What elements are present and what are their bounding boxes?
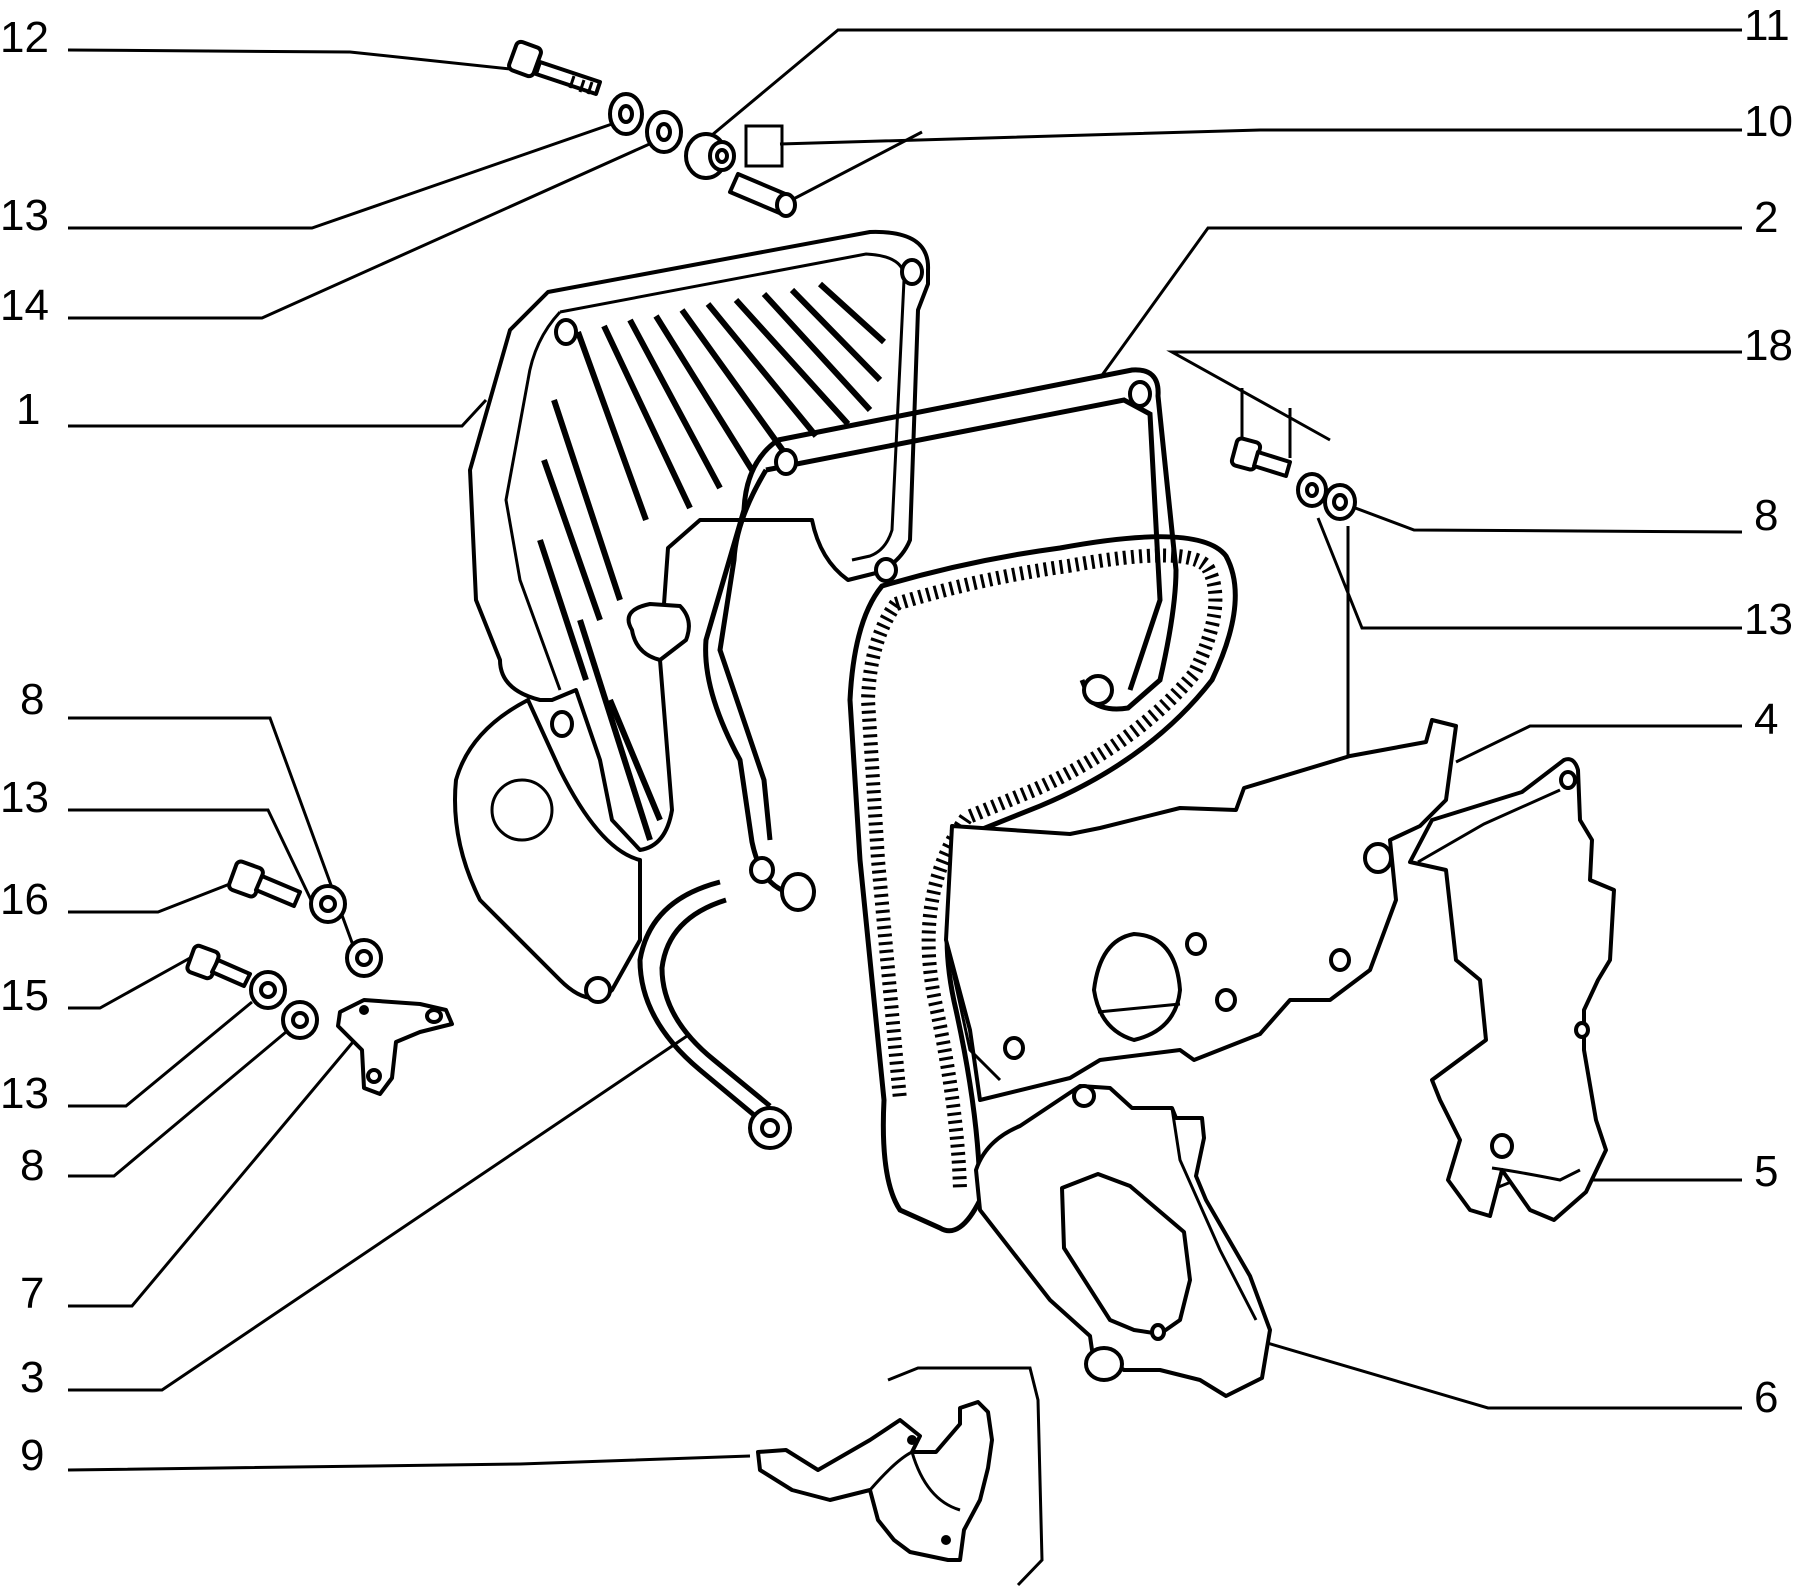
- bolt-16-icon: [227, 859, 302, 908]
- leader-10-b: [779, 130, 923, 208]
- callout-3: 3: [20, 1353, 44, 1402]
- leader-lines: [67, 28, 1743, 1587]
- leader-6: [1229, 1330, 1742, 1410]
- washer-8-left-icon: [345, 938, 383, 978]
- leader-15: [68, 956, 191, 1010]
- leader-1: [68, 398, 488, 428]
- bolt-18-icon: [1229, 436, 1292, 478]
- leader-9-bracket: [887, 1366, 1044, 1587]
- leader-13-left: [68, 808, 314, 903]
- spacer-10-icon: [728, 124, 797, 218]
- washer-13-top-icon: [608, 92, 644, 136]
- callout-2: 2: [1754, 193, 1778, 242]
- leader-8-right: [1349, 504, 1743, 534]
- leader-12: [67, 48, 521, 72]
- callout-7: 7: [20, 1269, 44, 1318]
- cover-1-ribs: [537, 281, 887, 841]
- washer-8-right-icon: [1296, 472, 1328, 508]
- callout-5: 5: [1754, 1147, 1778, 1196]
- middle-cover-4-icon: [944, 718, 1458, 1102]
- leader-2: [1098, 226, 1742, 379]
- leader-7: [68, 1035, 360, 1308]
- bolt-15-icon: [185, 943, 252, 988]
- washer-13-left-icon: [309, 884, 347, 924]
- leader-18: [1166, 350, 1742, 442]
- bolt-12-icon: [507, 39, 602, 96]
- leader-3: [68, 1032, 691, 1392]
- leader-4: [1455, 724, 1742, 764]
- callout-12: 12: [0, 13, 49, 62]
- washer-14-icon: [645, 110, 683, 154]
- leader-10-a: [779, 128, 1742, 146]
- callout-labels: 12 11 10 13 14 2 18 1 8 13 4 8 13 16 15 …: [0, 1, 1793, 1480]
- washer-8-low-icon: [281, 1000, 319, 1040]
- callout-10: 10: [1744, 97, 1793, 146]
- callout-13-top: 13: [0, 191, 49, 240]
- callout-18: 18: [1744, 321, 1793, 370]
- leader-16: [68, 878, 241, 914]
- bracket-7-icon: [336, 998, 454, 1096]
- washer-13-right-icon: [1323, 483, 1357, 521]
- callout-13-right: 13: [1744, 595, 1793, 644]
- gasket-2-icon: [703, 367, 1179, 893]
- leader-13-right: [1316, 517, 1742, 630]
- callout-11: 11: [1744, 1, 1790, 50]
- callout-15: 15: [0, 971, 49, 1020]
- leader-14: [68, 140, 655, 320]
- callout-8-low: 8: [20, 1141, 44, 1190]
- callout-9: 9: [20, 1431, 44, 1480]
- cover-1-bolt-hole: [554, 318, 578, 346]
- callout-16: 16: [0, 875, 49, 924]
- lower-cover-6-icon: [974, 1084, 1272, 1398]
- callout-4: 4: [1754, 695, 1778, 744]
- side-cover-5-icon: [1408, 757, 1616, 1222]
- leader-13-low: [68, 1000, 253, 1108]
- leader-13-top: [68, 122, 613, 230]
- leader-8-left: [68, 716, 356, 949]
- leader-9: [67, 1454, 751, 1472]
- callout-13-left: 13: [0, 773, 49, 822]
- leader-11: [705, 28, 1742, 142]
- washer-13-low-icon: [249, 970, 287, 1010]
- callout-8-left: 8: [20, 675, 44, 724]
- leader-8-low: [68, 1030, 287, 1178]
- callout-6: 6: [1754, 1373, 1778, 1422]
- callout-13-low: 13: [0, 1069, 49, 1118]
- clamp-9-icon: [756, 1400, 994, 1562]
- callout-1: 1: [16, 385, 40, 434]
- gasket-3-icon: [637, 872, 816, 1150]
- callout-8-right: 8: [1754, 491, 1778, 540]
- callout-14: 14: [0, 281, 49, 330]
- upper-cover-1-icon: [453, 229, 931, 1004]
- bushing-11-icon: [684, 132, 736, 180]
